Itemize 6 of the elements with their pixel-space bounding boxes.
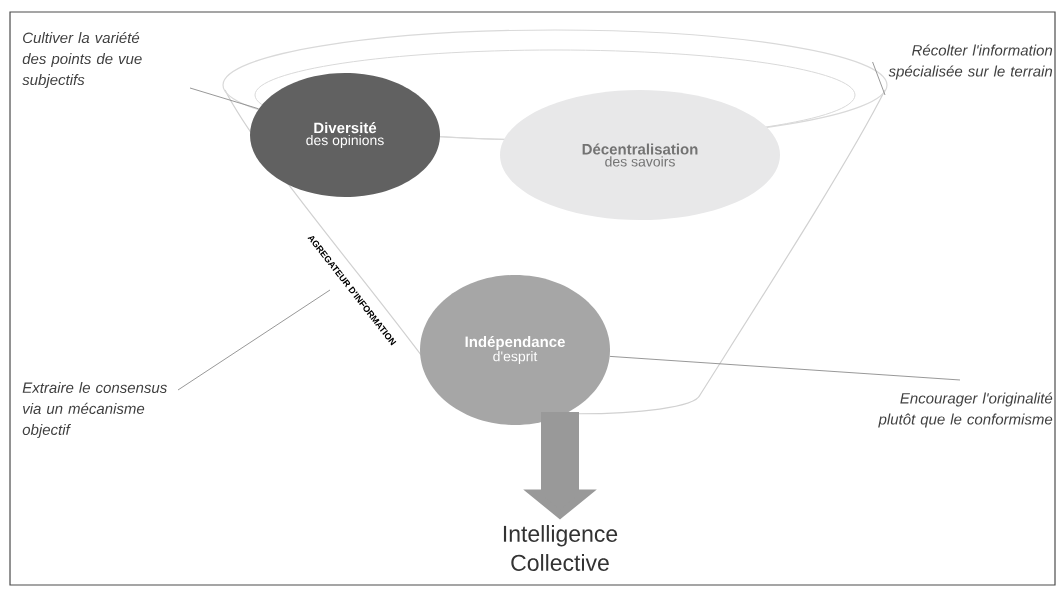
callout-text: Encourager l'originalité plutôt que le conformisme <box>878 392 1053 428</box>
callout-text: Extraire le consensus via un mécanisme objectif <box>22 382 167 438</box>
leader-line <box>872 61 886 96</box>
callout-text: Récolter l'information spécialisée sur le terrain <box>888 44 1053 80</box>
result-text: Intelligence Collective <box>503 525 618 571</box>
callout-text: Cultiver la variété des points de vue subjectifs <box>22 31 142 89</box>
